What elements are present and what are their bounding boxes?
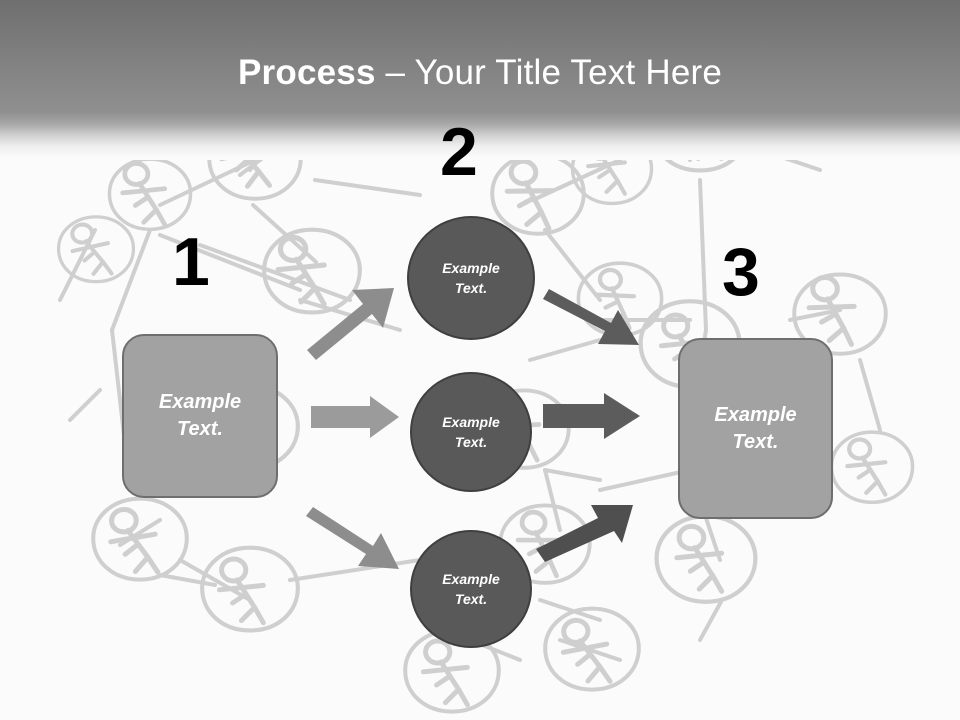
arrow-circle-3-to-end xyxy=(536,505,633,562)
arrow-start-to-circle-2 xyxy=(311,396,399,438)
middle-circle-2-label: Example Text. xyxy=(442,414,500,450)
step-number-3: 3 xyxy=(722,234,760,310)
middle-circle-3-label: Example Text. xyxy=(442,571,500,607)
step-number-1: 1 xyxy=(172,224,210,300)
arrow-circle-1-to-end xyxy=(543,289,639,345)
end-process-box[interactable]: Example Text. xyxy=(678,338,833,519)
step-number-2: 2 xyxy=(440,114,478,190)
middle-circle-1[interactable]: Example Text. xyxy=(407,216,535,340)
start-process-box-label: Example Text. xyxy=(158,391,242,440)
start-process-box[interactable]: Example Text. xyxy=(122,334,278,498)
arrow-circle-2-to-end xyxy=(543,393,640,439)
end-process-box-label: Example Text. xyxy=(714,403,797,453)
middle-circle-3[interactable]: Example Text. xyxy=(410,530,532,648)
middle-circle-1-label: Example Text. xyxy=(442,260,500,296)
middle-circle-2[interactable]: Example Text. xyxy=(410,372,532,492)
arrow-start-to-circle-1 xyxy=(307,288,394,360)
arrow-start-to-circle-3 xyxy=(306,507,399,569)
